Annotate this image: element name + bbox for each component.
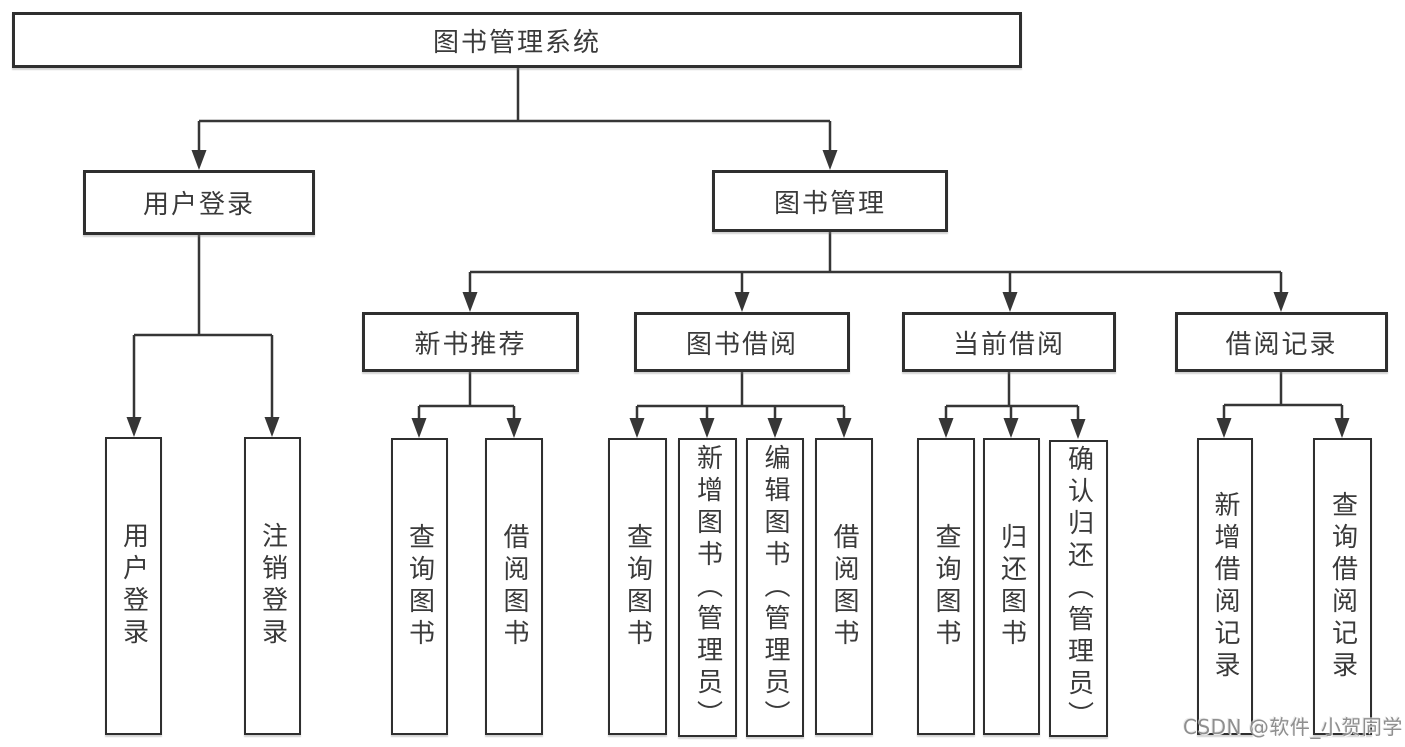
arrowheads (126, 150, 1350, 439)
leaf-add-book-admin: 新增图书（管理员） (678, 438, 737, 737)
connector-current-borrow (944, 372, 1080, 421)
connector-user-login (132, 235, 274, 419)
leaf-borrow-books: 借阅图书 (815, 438, 873, 735)
leaf-borrow-books-recommend: 借阅图书 (485, 438, 543, 735)
leaf-confirm-return-admin: 确认归还（管理员） (1049, 440, 1108, 737)
node-book-management: 图书管理 (712, 170, 948, 232)
leaf-query-borrow-record: 查询借阅记录 (1313, 438, 1372, 735)
connector-new-book (417, 372, 516, 421)
leaf-query-books-current: 查询图书 (917, 438, 975, 735)
node-current-borrow: 当前借阅 (902, 312, 1116, 372)
connector-root (197, 68, 832, 152)
leaf-return-book: 归还图书 (983, 438, 1040, 735)
node-root: 图书管理系统 (12, 12, 1022, 68)
node-new-book-recommend: 新书推荐 (362, 312, 579, 372)
connector-book-management (468, 232, 1283, 295)
watermark: CSDN @软件_小贺同学 (1183, 715, 1403, 739)
leaf-edit-book-admin: 编辑图书（管理员） (746, 438, 804, 737)
node-user-login: 用户登录 (83, 170, 315, 235)
leaf-add-borrow-record: 新增借阅记录 (1197, 438, 1253, 735)
connector-borrow-records (1222, 372, 1344, 421)
leaf-user-login: 用户登录 (105, 437, 162, 735)
leaf-query-books-borrow: 查询图书 (608, 438, 667, 735)
node-book-borrow: 图书借阅 (634, 312, 850, 372)
leaf-query-books-recommend: 查询图书 (391, 438, 448, 735)
node-borrow-records: 借阅记录 (1175, 312, 1388, 372)
leaf-logout: 注销登录 (244, 437, 301, 735)
connector-book-borrow (635, 372, 846, 421)
